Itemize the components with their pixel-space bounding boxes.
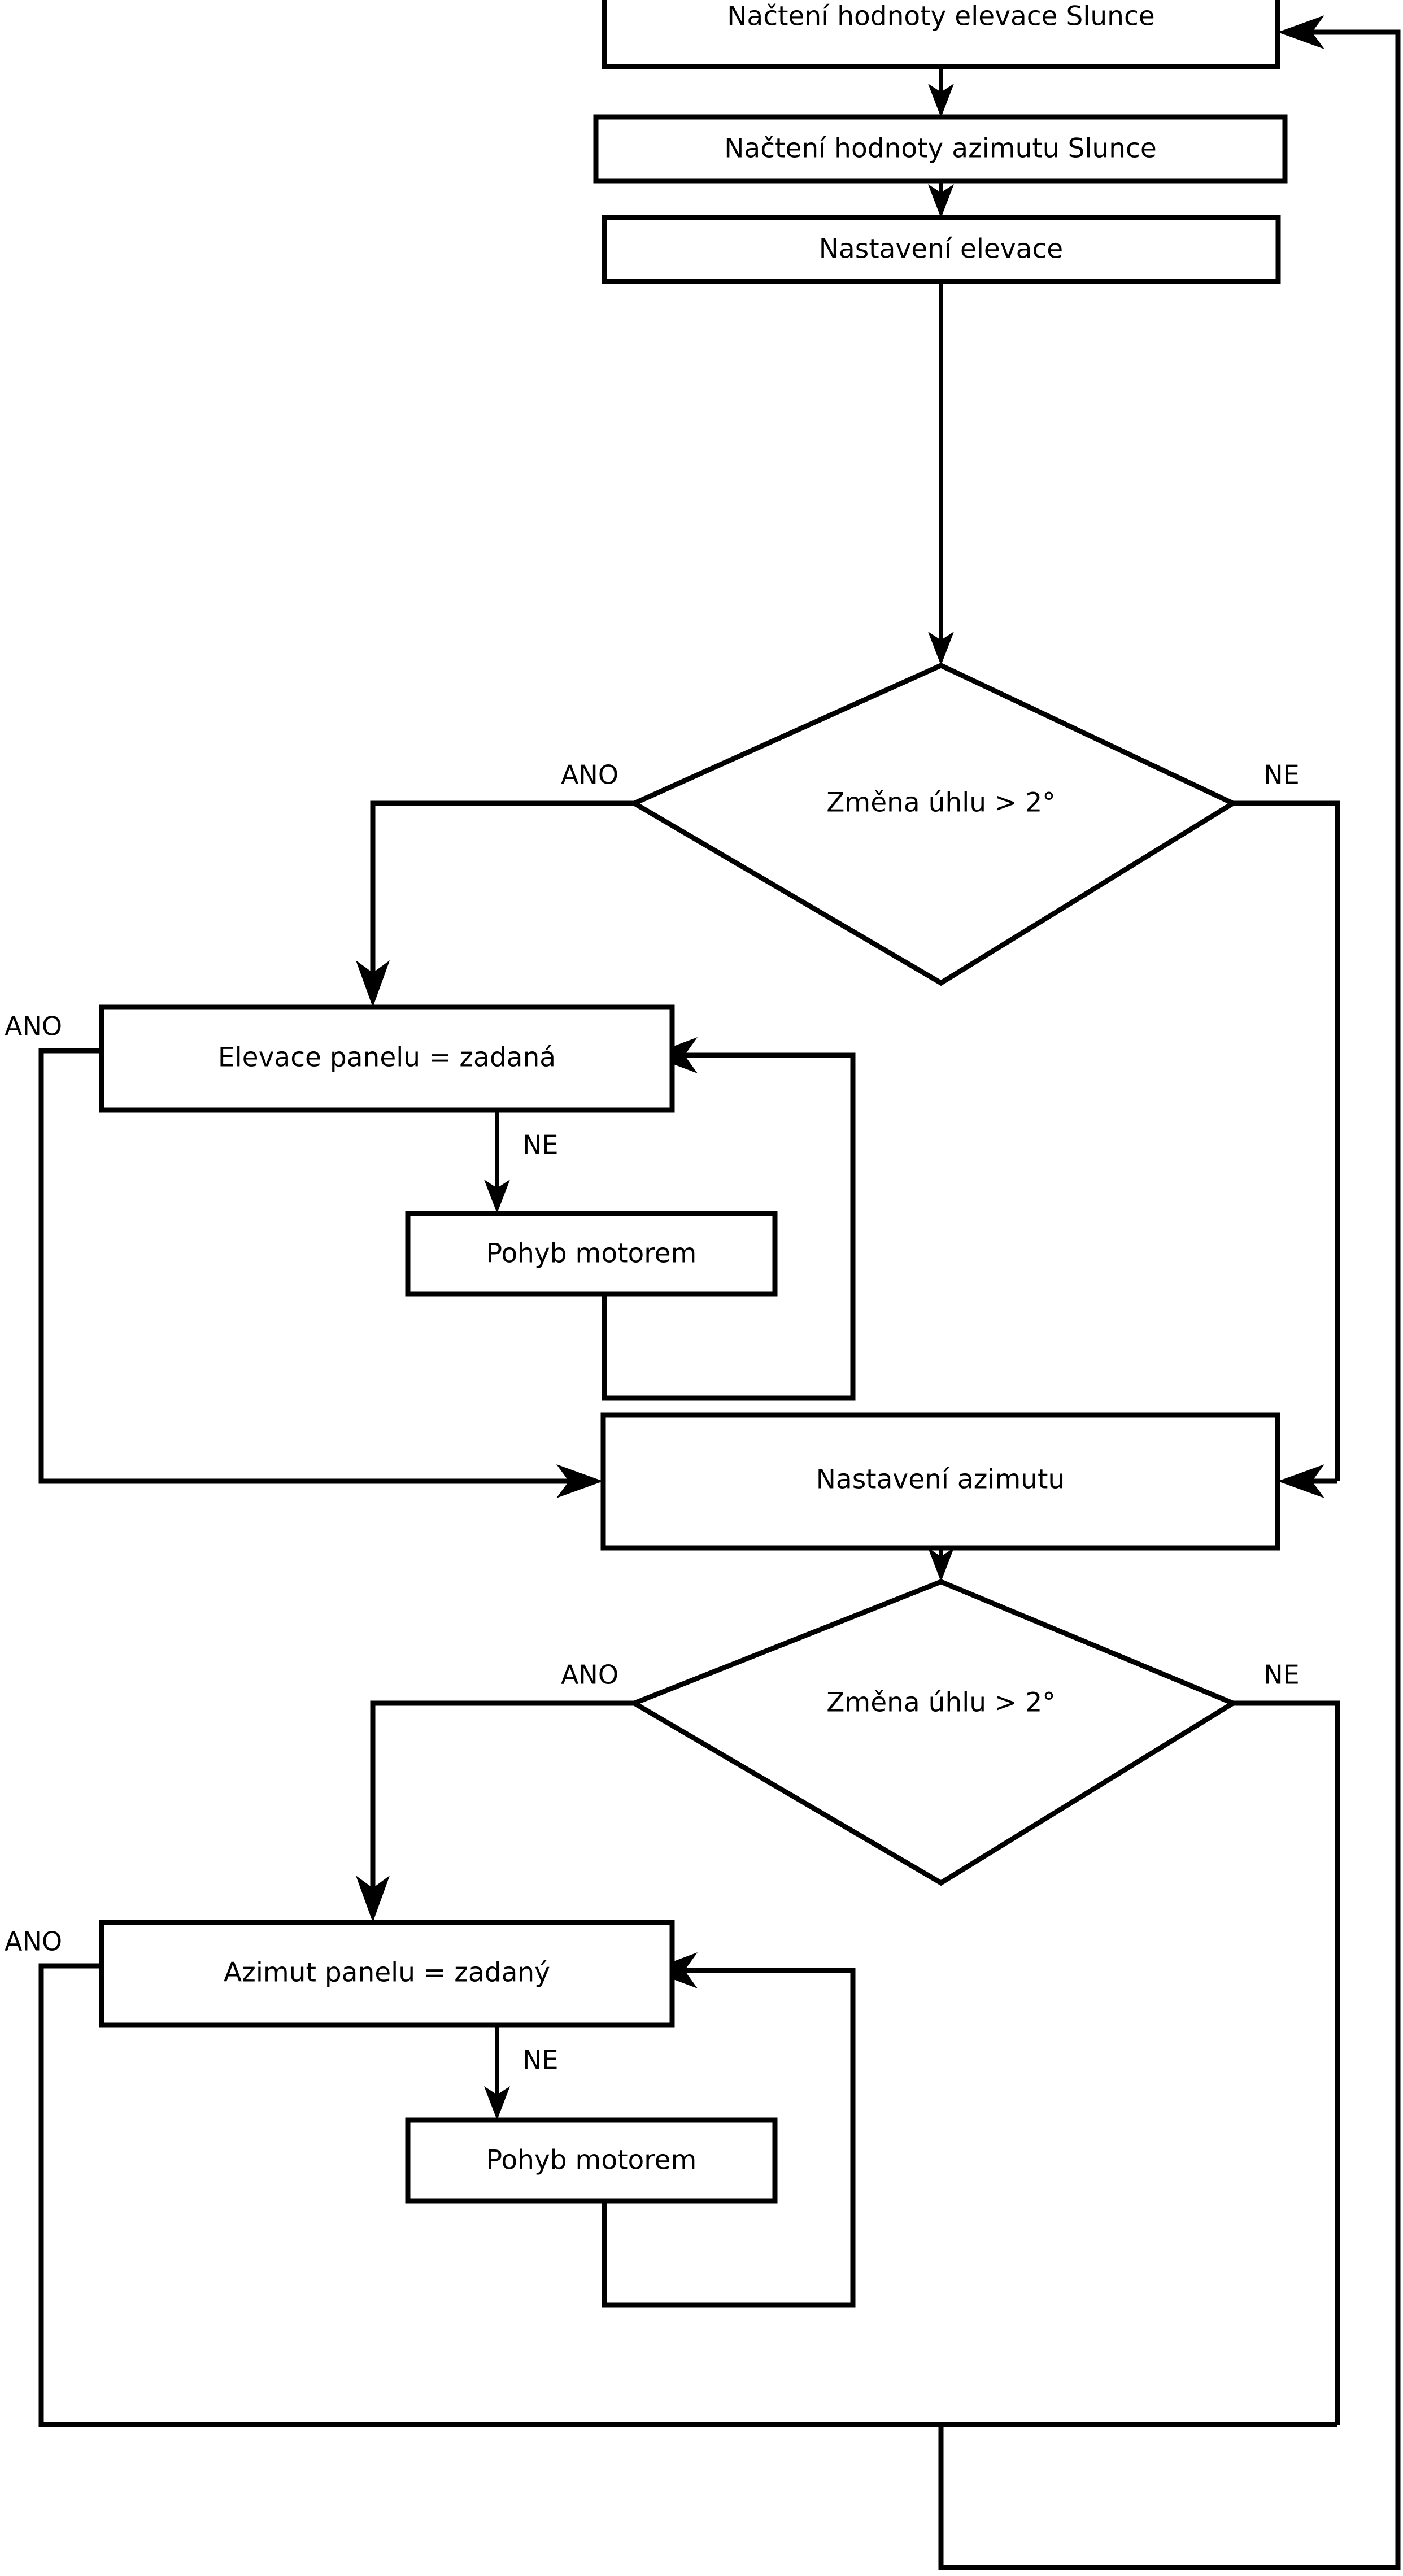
node-set-azimuth[interactable]: Nastavení azimutu — [600, 1412, 1280, 1551]
edge-label-elev-panel-yes: ANO — [5, 1011, 62, 1042]
edge-label-azim-decision-yes: ANO — [561, 1660, 618, 1690]
edge-panel-azimuth-yes — [38, 1963, 1337, 2427]
edge-label-elev-decision-no: NE — [1263, 760, 1299, 790]
node-panel-elevation-label: Elevace panelu = zadaná — [218, 1042, 556, 1073]
edge-read-elevation-to-read-azimuth — [928, 67, 954, 118]
node-decision-elevation-label: Změna úhlu > 2° — [826, 787, 1056, 819]
node-motor-move-elevation-label: Pohyb motorem — [486, 1238, 697, 1269]
edge-decision-azimuth-yes — [356, 1700, 634, 1922]
edge-label-azim-panel-yes: ANO — [5, 1926, 62, 1957]
edge-panel-elevation-no — [484, 1110, 510, 1213]
node-decision-elevation[interactable]: Změna úhlu > 2° — [629, 663, 1239, 986]
node-motor-move-azimuth[interactable]: Pohyb motorem — [405, 2117, 778, 2204]
node-decision-azimuth-label: Změna úhlu > 2° — [826, 1687, 1056, 1718]
node-decision-azimuth[interactable]: Změna úhlu > 2° — [628, 1579, 1239, 1886]
node-motor-move-azimuth-label: Pohyb motorem — [486, 2145, 697, 2176]
edge-label-azim-panel-no: NE — [522, 2045, 558, 2075]
edge-read-azimuth-to-set-elevation — [928, 181, 954, 218]
edge-label-azim-decision-no: NE — [1263, 1660, 1299, 1690]
node-set-elevation[interactable]: Nastavení elevace — [602, 215, 1281, 284]
node-panel-azimuth[interactable]: Azimut panelu = zadaný — [99, 1920, 675, 2028]
edge-panel-elevation-yes — [38, 1048, 603, 1498]
node-set-azimuth-label: Nastavení azimutu — [816, 1464, 1065, 1495]
edge-panel-azimuth-no — [484, 2025, 510, 2120]
node-set-elevation-label: Nastavení elevace — [819, 234, 1063, 265]
node-read-azimuth-label: Načtení hodnoty azimutu Slunce — [724, 133, 1157, 164]
node-panel-azimuth-label: Azimut panelu = zadaný — [224, 1957, 550, 1988]
node-read-elevation-label: Načtení hodnoty elevace Slunce — [727, 1, 1154, 32]
node-panel-elevation[interactable]: Elevace panelu = zadaná — [99, 1004, 675, 1113]
edge-set-elevation-to-decision-elevation — [928, 281, 954, 665]
edge-decision-azimuth-no — [1233, 1700, 1340, 2425]
edge-decision-elevation-no — [1233, 800, 1340, 1498]
edge-set-azimuth-to-decision-azimuth — [928, 1548, 954, 1582]
edge-label-elev-decision-yes: ANO — [561, 760, 618, 790]
edge-label-elev-panel-no: NE — [522, 1130, 558, 1160]
node-motor-move-elevation[interactable]: Pohyb motorem — [405, 1211, 778, 1297]
node-read-elevation[interactable]: Načtení hodnoty elevace Slunce — [602, 0, 1280, 69]
edge-decision-elevation-yes — [356, 800, 634, 1007]
edge-global-return-to-start — [938, 15, 1401, 2570]
node-read-azimuth[interactable]: Načtení hodnoty azimutu Slunce — [593, 114, 1288, 184]
